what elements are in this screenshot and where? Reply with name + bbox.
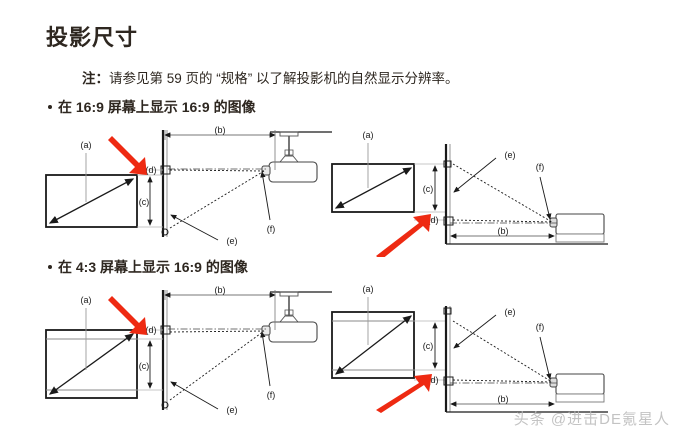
beam-upper <box>169 169 265 172</box>
red-arrow-annotation <box>108 296 147 335</box>
projector-lens <box>261 325 271 336</box>
label-d: (d) <box>428 215 439 225</box>
bullet-label-16-9: 在 16:9 屏幕上显示 16:9 的图像 <box>58 99 256 115</box>
beam-upper <box>169 330 265 333</box>
beam-upper <box>452 320 553 383</box>
page-title: 投影尺寸 <box>46 25 139 50</box>
bullet-label-4-3: 在 4:3 屏幕上显示 16:9 的图像 <box>58 259 248 275</box>
leader-f <box>539 176 552 220</box>
label-b: (b) <box>498 394 509 404</box>
projector-table <box>555 233 605 243</box>
label-f: (f) <box>267 390 276 400</box>
screen-top-roller <box>443 307 452 315</box>
screen-diagonal <box>334 167 413 209</box>
note-paragraph: 注：请参见第 59 页的 “规格” 以了解投影机的自然显示分辨率。 <box>82 70 459 88</box>
projector-table <box>555 393 605 403</box>
beam-upper <box>452 163 553 223</box>
red-arrow-annotation <box>376 214 431 257</box>
screen-bottom-bracket <box>443 376 454 386</box>
projector-body <box>268 161 318 183</box>
bracket-joint <box>284 149 294 156</box>
leader-e <box>170 381 219 410</box>
label-c: (c) <box>139 197 150 207</box>
screen-top-roller <box>443 160 452 168</box>
label-b: (b) <box>215 285 226 295</box>
red-arrow-annotation <box>108 136 147 175</box>
leader-f <box>539 336 552 380</box>
label-c: (c) <box>139 361 150 371</box>
label-a: (a) <box>81 140 92 150</box>
leader-e <box>453 314 497 349</box>
note-label: 注： <box>82 71 109 86</box>
label-d: (d) <box>146 325 157 335</box>
bullet-item-16-9: 在 16:9 屏幕上显示 16:9 的图像 <box>48 97 256 117</box>
diagram-ceiling-16-9: (b) (a) (c) (d) (e) <box>42 122 332 257</box>
bullet-dot-icon <box>48 265 52 269</box>
beam-lower <box>169 170 265 229</box>
screen-bottom-roller <box>161 228 169 236</box>
screen-bottom-bracket <box>443 216 454 226</box>
leader-e <box>453 157 497 193</box>
label-d: (d) <box>146 165 157 175</box>
diagram-ceiling-4-3: (b) (a) (c) (d) (e) <box>42 282 332 427</box>
bracket-mount <box>279 315 299 323</box>
bullet-item-4-3: 在 4:3 屏幕上显示 16:9 的图像 <box>48 257 248 277</box>
label-f: (f) <box>536 322 545 332</box>
projector-body <box>268 321 318 343</box>
label-e: (e) <box>227 236 238 246</box>
label-e: (e) <box>505 150 516 160</box>
projector-body <box>555 213 605 235</box>
beam-lower <box>169 330 265 401</box>
label-b: (b) <box>215 125 226 135</box>
leader-e <box>170 214 219 241</box>
bracket-mount <box>279 155 299 163</box>
label-d: (d) <box>428 375 439 385</box>
projector-lens <box>549 377 558 388</box>
screen-diagonal <box>334 315 413 375</box>
note-text: 请参见第 59 页的 “规格” 以了解投影机的自然显示分辨率。 <box>109 71 459 86</box>
projector-lens <box>549 217 558 228</box>
label-a: (a) <box>363 284 374 294</box>
diagram-table-16-9: (a) (c) (d) <box>318 122 668 257</box>
projector-lens <box>261 165 271 176</box>
label-c: (c) <box>423 341 434 351</box>
red-arrow-annotation <box>376 374 432 413</box>
ceiling-plate <box>279 291 299 297</box>
projector-body <box>555 373 605 395</box>
bullet-dot-icon <box>48 105 52 109</box>
label-f: (f) <box>536 162 545 172</box>
watermark-text: 头条 @进击DE氪星人 <box>513 411 670 428</box>
leader-f <box>260 331 271 387</box>
label-a: (a) <box>363 130 374 140</box>
label-a: (a) <box>81 295 92 305</box>
bracket-joint <box>284 309 294 316</box>
diagram-table-4-3: (a) (c) (d) <box>318 282 668 427</box>
label-c: (c) <box>423 184 434 194</box>
beam-lower <box>452 379 553 383</box>
screen-diagonal <box>48 178 135 224</box>
screen-bottom-roller <box>161 401 169 409</box>
ceiling-plate <box>279 131 299 137</box>
label-b: (b) <box>498 226 509 236</box>
screen-diagonal <box>48 333 135 395</box>
label-e: (e) <box>227 405 238 415</box>
beam-lower <box>452 219 553 223</box>
label-f: (f) <box>267 224 276 234</box>
leader-f <box>260 171 271 221</box>
label-e: (e) <box>505 307 516 317</box>
